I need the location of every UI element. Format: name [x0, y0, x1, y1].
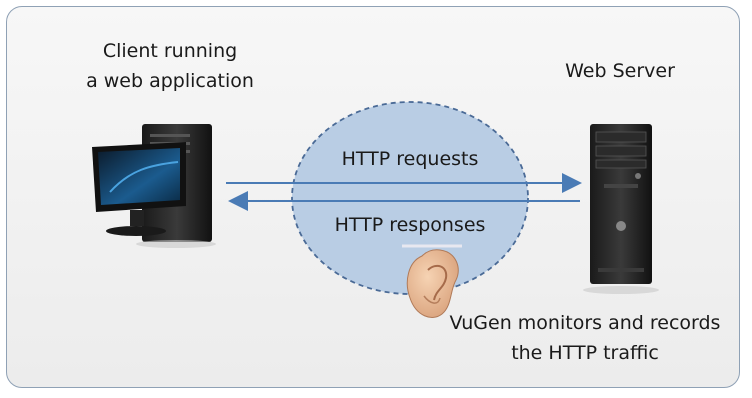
client-label: Client running a web application	[40, 36, 300, 96]
client-label-line2: a web application	[86, 70, 254, 92]
vugen-label-line1: VuGen monitors and records	[449, 312, 721, 334]
http-traffic-ellipse	[291, 101, 529, 295]
request-label: HTTP requests	[341, 148, 479, 170]
client-label-line1: Client running	[102, 40, 238, 62]
server-label: Web Server	[565, 60, 675, 82]
vugen-label-line2: the HTTP traffic	[511, 342, 659, 364]
web-server-icon	[583, 124, 659, 294]
client-computer-icon	[92, 124, 216, 248]
vugen-label: VuGen monitors and records the HTTP traf…	[430, 308, 740, 368]
response-label: HTTP responses	[334, 214, 486, 236]
ear-icon	[402, 244, 462, 318]
